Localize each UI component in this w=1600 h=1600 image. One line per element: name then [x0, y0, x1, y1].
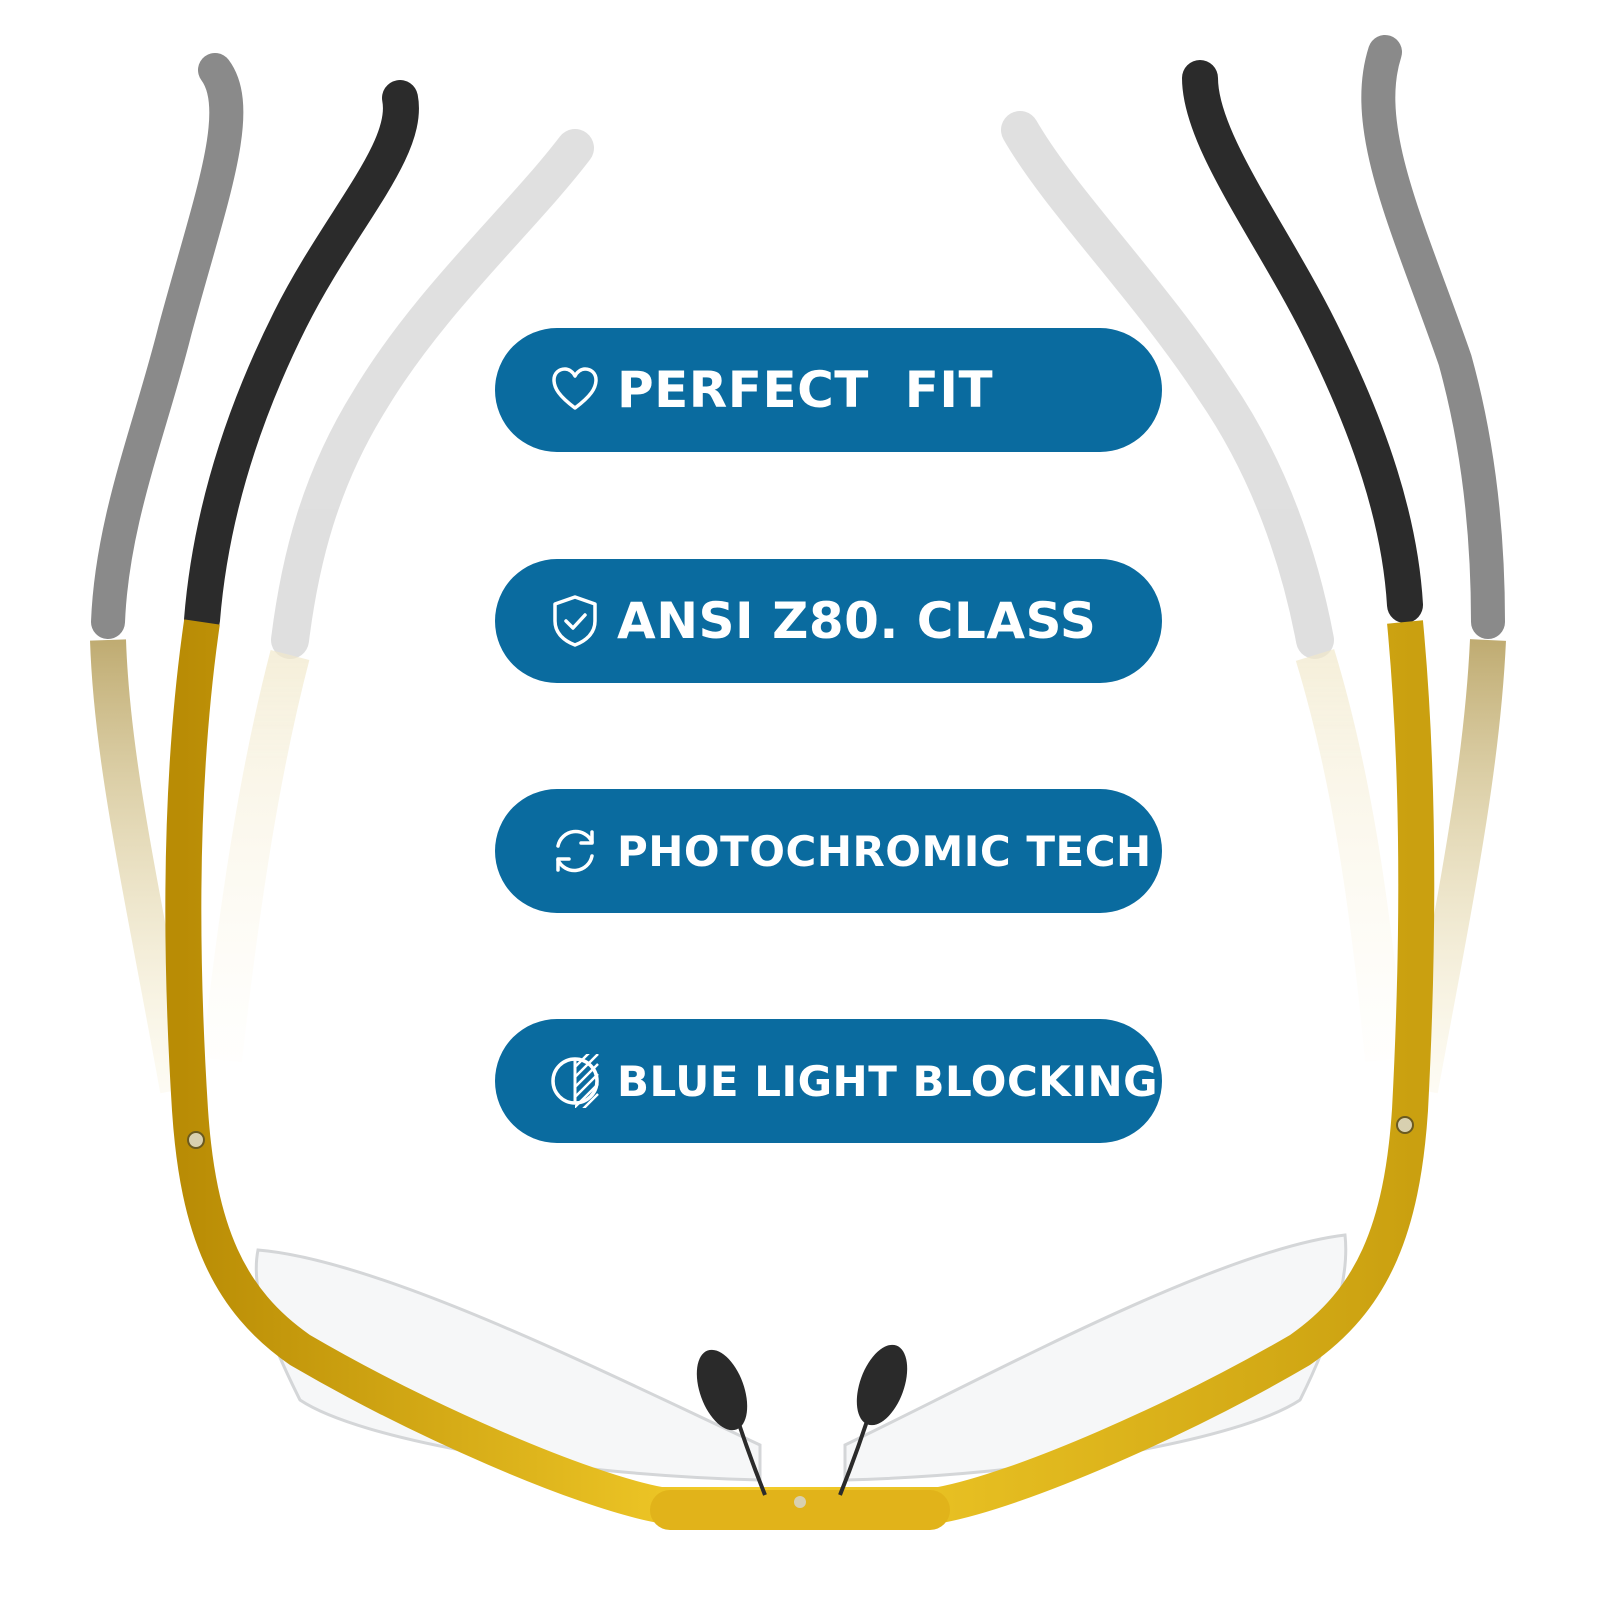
feature-label: ANSI Z80. CLASS	[617, 592, 1097, 650]
shield-check-icon	[547, 593, 603, 649]
temple-gray-left	[90, 53, 244, 1094]
nose-pads	[696, 1344, 908, 1496]
feature-label: BLUE LIGHT BLOCKING	[617, 1056, 1159, 1106]
heart-icon	[547, 362, 603, 418]
lens	[254, 1233, 1348, 1482]
feature-pill-photochromic: PHOTOCHROMIC TECH	[495, 789, 1162, 913]
temple-light-right	[1001, 111, 1405, 1062]
feature-label: PHOTOCHROMIC TECH	[617, 826, 1152, 876]
refresh-cycle-icon	[547, 823, 603, 879]
half-shaded-circle-icon	[547, 1053, 603, 1109]
feature-pill-perfect-fit: PERFECT FIT	[495, 328, 1162, 452]
temple-light-left	[202, 129, 594, 1063]
feature-pill-ansi: ANSI Z80. CLASS	[495, 559, 1162, 683]
temple-black-right	[1182, 60, 1423, 623]
temple-black-left	[184, 80, 419, 638]
feature-pill-blue-light: BLUE LIGHT BLOCKING	[495, 1019, 1162, 1143]
temple-gray-right	[1361, 35, 1506, 1094]
feature-label: PERFECT FIT	[617, 361, 994, 419]
gold-frame	[165, 619, 1435, 1530]
